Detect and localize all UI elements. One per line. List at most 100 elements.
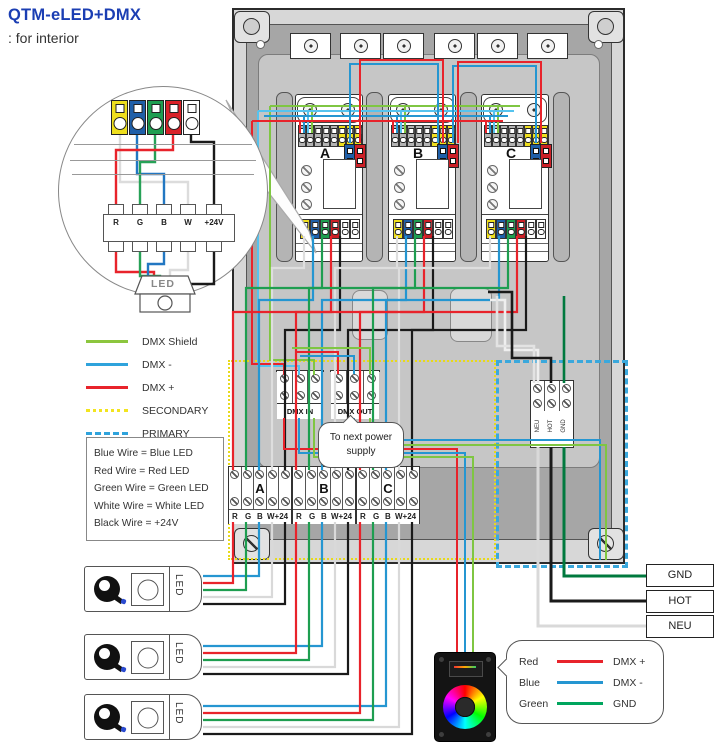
module-label-window xyxy=(509,159,542,209)
dmx-shield-swatch xyxy=(86,340,128,343)
wire-legend: DMX Shield DMX - DMX + SECONDARY PRIMARY xyxy=(86,330,208,445)
page-subtitle: : for interior xyxy=(8,30,79,46)
driver-module-b: B xyxy=(388,94,459,262)
pin-label-r: R xyxy=(113,218,119,227)
red-wire-swatch xyxy=(557,660,603,663)
next-power-supply-bubble: To next power supply xyxy=(318,422,404,468)
module-screw xyxy=(301,199,312,210)
corner-bracket xyxy=(234,11,270,43)
brand-logo xyxy=(94,576,120,602)
module-screw xyxy=(301,182,312,193)
brand-logo xyxy=(94,704,120,730)
dmx-plus-swatch xyxy=(86,386,128,389)
led-emitter xyxy=(131,641,164,674)
pin-label-g: G xyxy=(136,218,144,227)
module-label-window xyxy=(416,159,449,209)
controller-corner-icon xyxy=(486,657,491,662)
module-output-terminals xyxy=(482,214,548,260)
green-wire-swatch xyxy=(557,702,603,705)
led-emitter xyxy=(131,573,164,606)
panel-hole xyxy=(594,40,603,49)
din-rail xyxy=(276,92,293,262)
dmx-port-red xyxy=(540,144,552,168)
led-strip-3: LED xyxy=(84,694,202,740)
module-screw xyxy=(487,182,498,193)
dmx-out-block: DMX OUT xyxy=(330,370,380,419)
module-output-terminals xyxy=(296,214,362,260)
wire-color-info-box: Blue Wire = Blue LED Red Wire = Red LED … xyxy=(86,437,224,541)
mounting-tab xyxy=(527,33,568,59)
legend-item: DMX Shield xyxy=(86,330,208,353)
cable-slot xyxy=(450,288,492,342)
module-screw xyxy=(394,182,405,193)
led-strip-2: LED xyxy=(84,634,202,680)
module-output-terminals xyxy=(389,214,455,260)
mounting-tab xyxy=(290,33,331,59)
dmx-touch-controller xyxy=(434,652,496,742)
dmx-in-label: DMX IN xyxy=(277,403,323,419)
dmx-minus-swatch xyxy=(86,363,128,366)
module-screw xyxy=(301,165,312,176)
legend-item: DMX + xyxy=(86,376,208,399)
magnifier-detail: R G B W +24V LED xyxy=(58,86,268,321)
led-emitter xyxy=(131,701,164,734)
driver-module-a: A xyxy=(295,94,366,262)
brand-logo xyxy=(94,644,120,670)
terminal-label-neu: NEU xyxy=(535,419,541,433)
page-title: QTM-eLED+DMX xyxy=(8,6,142,24)
driver-module-c: C xyxy=(481,94,552,262)
module-letter: A xyxy=(320,145,331,161)
led-connector-port xyxy=(157,295,173,311)
dmx-out-label: DMX OUT xyxy=(331,403,379,419)
blue-wire-swatch xyxy=(557,681,603,684)
dmx-port-red xyxy=(354,144,366,168)
magnifier-wires xyxy=(114,132,216,313)
dmx-port-red xyxy=(447,144,459,168)
mounting-tab xyxy=(340,33,381,59)
primary-terminal-block: NEU HOT GND xyxy=(530,380,574,448)
pin-label-w: W xyxy=(184,218,192,227)
module-edge-line xyxy=(74,144,252,145)
brand-logo-dot xyxy=(120,598,127,605)
gnd-label-box: GND xyxy=(646,564,714,587)
mounting-tab xyxy=(477,33,518,59)
module-screw xyxy=(394,199,405,210)
module-screw xyxy=(394,165,405,176)
module-bracket xyxy=(483,97,547,123)
led-strip-1: LED xyxy=(84,566,202,612)
cable-slot xyxy=(352,290,388,340)
din-rail xyxy=(366,92,383,262)
divider xyxy=(169,695,170,739)
terminal-red xyxy=(165,100,182,135)
terminal-label-gnd: GND xyxy=(561,419,567,433)
led-strip-label: LED xyxy=(173,574,184,597)
controller-corner-icon xyxy=(486,732,491,737)
primary-swatch xyxy=(86,432,128,435)
legend-item: SECONDARY xyxy=(86,399,208,422)
secondary-swatch xyxy=(86,409,128,412)
module-bracket xyxy=(390,97,454,123)
wire-connector-block: R G B W +24V xyxy=(103,204,235,252)
controller-screen xyxy=(449,661,483,677)
controller-corner-icon xyxy=(439,657,444,662)
module-edge-line xyxy=(72,174,254,175)
mounting-tab xyxy=(383,33,424,59)
module-label-window xyxy=(323,159,356,209)
brand-logo-dot xyxy=(120,726,127,733)
strip-letter: C xyxy=(383,481,393,496)
module-bracket xyxy=(297,97,361,123)
terminal-blue xyxy=(129,100,146,135)
color-wheel xyxy=(443,685,487,729)
brand-logo-dot xyxy=(120,666,127,673)
pin-label-b: B xyxy=(161,218,167,227)
corner-bracket xyxy=(588,11,624,43)
module-letter: C xyxy=(506,145,517,161)
terminal-green xyxy=(147,100,164,135)
